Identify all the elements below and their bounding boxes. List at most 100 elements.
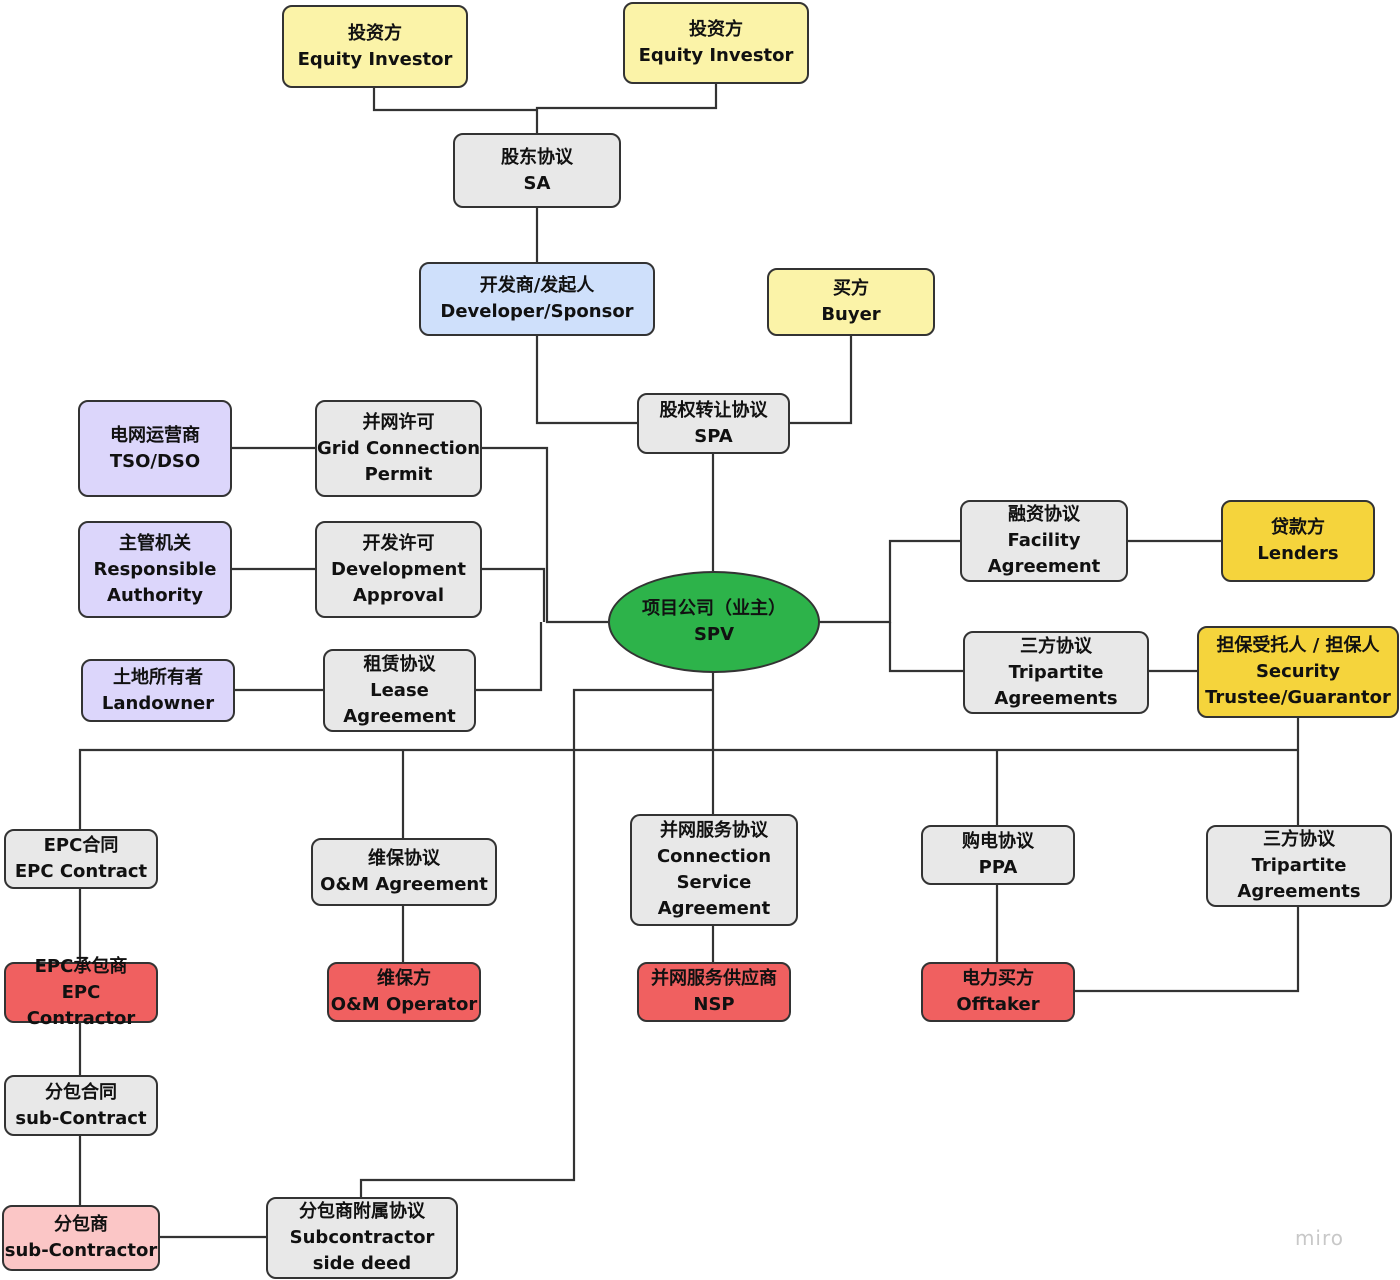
om-agreement-node[interactable]: 维保协议 O&M Agreement — [311, 838, 497, 906]
node-label-zh: 购电协议 — [962, 831, 1034, 852]
node-label-en: sub-Contract — [15, 1107, 147, 1129]
ppa-node[interactable]: 购电协议 PPA — [921, 825, 1075, 885]
nsp-node[interactable]: 并网服务供应商 NSP — [637, 962, 791, 1022]
node-label-zh: 维保协议 — [368, 848, 440, 869]
node-label-zh: 并网服务协议 — [660, 820, 768, 841]
tso-dso-node[interactable]: 电网运营商 TSO/DSO — [78, 400, 232, 497]
facility-agreement-node[interactable]: 融资协议 Facility Agreement — [960, 500, 1128, 582]
node-label-zh: EPC合同 — [43, 835, 119, 856]
buyer-node[interactable]: 买方 Buyer — [767, 268, 935, 336]
node-label-zh: 土地所有者 — [113, 666, 203, 688]
node-label-en: Equity Investor — [638, 45, 794, 66]
lease-agreement-node[interactable]: 租赁协议 Lease Agreement — [323, 649, 476, 732]
node-label-en: PPA — [978, 857, 1018, 878]
node-label-en: Development Approval — [331, 558, 466, 606]
node-label-en: Tripartite Agreements — [1237, 855, 1361, 902]
node-label-en: Landowner — [101, 692, 215, 714]
node-label-zh: 买方 — [833, 278, 869, 299]
development-approval-node[interactable]: 开发许可 Development Approval — [315, 521, 482, 618]
connector — [1074, 906, 1300, 993]
sa-node[interactable]: 股东协议 SA — [453, 133, 621, 208]
connector — [481, 567, 546, 622]
node-label-zh: 三方协议 — [1020, 635, 1092, 657]
node-label-zh: 投资方 — [689, 19, 743, 40]
tripartite-agreements-1-node[interactable]: 三方协议 Tripartite Agreements — [963, 631, 1149, 714]
node-label-en: O&M Agreement — [320, 874, 488, 895]
connection-service-agreement-node[interactable]: 并网服务协议 Connection Service Agreement — [630, 814, 798, 926]
equity-investor-1-node[interactable]: 投资方 Equity Investor — [282, 5, 468, 88]
node-label-en: SA — [523, 172, 551, 194]
om-operator-node[interactable]: 维保方 O&M Operator — [327, 962, 481, 1022]
node-label-en: NSP — [693, 994, 735, 1015]
lenders-node[interactable]: 贷款方 Lenders — [1221, 500, 1375, 582]
node-label-zh: 担保受托人 / 担保人 — [1216, 635, 1380, 656]
node-label-zh: 分包商 — [54, 1214, 108, 1235]
connector — [481, 446, 608, 624]
node-label-en: Lenders — [1257, 543, 1339, 564]
connector — [819, 539, 960, 624]
connector — [476, 622, 543, 692]
epc-contract-node[interactable]: EPC合同 EPC Contract — [4, 829, 158, 889]
node-label-zh: 维保方 — [377, 968, 431, 989]
sub-contract-node[interactable]: 分包合同 sub-Contract — [4, 1075, 158, 1136]
node-label-en: EPC Contract — [14, 861, 148, 882]
connector — [535, 336, 637, 425]
node-label-en: SPV — [693, 624, 735, 645]
node-label-en: SPA — [694, 425, 733, 447]
node-label-en: Responsible Authority — [93, 558, 217, 606]
node-label-zh: 并网服务供应商 — [651, 968, 777, 989]
node-label-en: Facility Agreement — [987, 530, 1101, 577]
connector — [78, 748, 1298, 829]
node-label-en: Offtaker — [956, 994, 1040, 1015]
node-label-zh: 贷款方 — [1271, 517, 1325, 538]
node-label-en: sub-Contractor — [4, 1240, 158, 1261]
node-label-zh: 分包商附属协议 — [299, 1201, 425, 1222]
node-label-zh: 股权转让协议 — [659, 399, 768, 421]
offtaker-node[interactable]: 电力买方 Offtaker — [921, 962, 1075, 1022]
node-label-zh: 分包合同 — [45, 1081, 117, 1103]
node-label-zh: 项目公司（业主） — [642, 598, 786, 619]
node-label-zh: 电网运营商 — [110, 424, 200, 446]
node-label-zh: 开发商/发起人 — [479, 275, 595, 296]
node-label-en: O&M Operator — [330, 994, 478, 1015]
node-label-en: TSO/DSO — [109, 450, 201, 472]
landowner-node[interactable]: 土地所有者 Landowner — [81, 659, 235, 722]
sub-contractor-node[interactable]: 分包商 sub-Contractor — [2, 1205, 160, 1271]
connector — [535, 84, 718, 133]
subcontractor-side-deed-node[interactable]: 分包商附属协议 Subcontractor side deed — [266, 1197, 458, 1279]
node-label-en: EPC Contractor — [26, 981, 136, 1029]
miro-watermark: miro — [1294, 1226, 1344, 1250]
node-label-en: Developer/Sponsor — [440, 301, 634, 322]
node-label-zh: 主管机关 — [119, 532, 191, 554]
node-label-en: Connection Service Agreement — [656, 846, 772, 919]
grid-connection-permit-node[interactable]: 并网许可 Grid Connection Permit — [315, 400, 482, 497]
node-label-en: Security Trustee/Guarantor — [1205, 661, 1391, 708]
node-label-en: Grid Connection Permit — [317, 437, 481, 485]
node-label-en: Buyer — [821, 304, 881, 325]
node-label-en: Lease Agreement — [343, 679, 456, 727]
node-label-en: Equity Investor — [297, 48, 453, 70]
developer-sponsor-node[interactable]: 开发商/发起人 Developer/Sponsor — [419, 262, 655, 336]
tripartite-agreements-2-node[interactable]: 三方协议 Tripartite Agreements — [1206, 825, 1392, 907]
node-label-zh: 股东协议 — [501, 146, 573, 168]
node-label-en: Subcontractor side deed — [289, 1227, 435, 1274]
node-label-zh: 三方协议 — [1263, 829, 1335, 850]
epc-contractor-node[interactable]: EPC承包商 EPC Contractor — [4, 956, 158, 1029]
node-label-en: Tripartite Agreements — [994, 661, 1118, 709]
node-label-zh: 开发许可 — [362, 532, 435, 554]
node-label-zh: 租赁协议 — [363, 653, 436, 675]
node-label-zh: 电力买方 — [962, 968, 1034, 989]
equity-investor-2-node[interactable]: 投资方 Equity Investor — [623, 2, 809, 84]
node-label-zh: 投资方 — [348, 22, 402, 44]
connector — [888, 622, 963, 673]
security-trustee-guarantor-node[interactable]: 担保受托人 / 担保人 Security Trustee/Guarantor — [1197, 626, 1399, 718]
node-label-zh: 并网许可 — [362, 411, 435, 433]
node-label-zh: EPC承包商 — [34, 955, 128, 977]
connector — [790, 336, 853, 425]
spa-node[interactable]: 股权转让协议 SPA — [637, 393, 790, 454]
connector — [359, 688, 713, 1197]
spv-node[interactable]: 项目公司（业主） SPV — [608, 571, 820, 673]
node-label-zh: 融资协议 — [1008, 504, 1080, 525]
responsible-authority-node[interactable]: 主管机关 Responsible Authority — [78, 521, 232, 618]
